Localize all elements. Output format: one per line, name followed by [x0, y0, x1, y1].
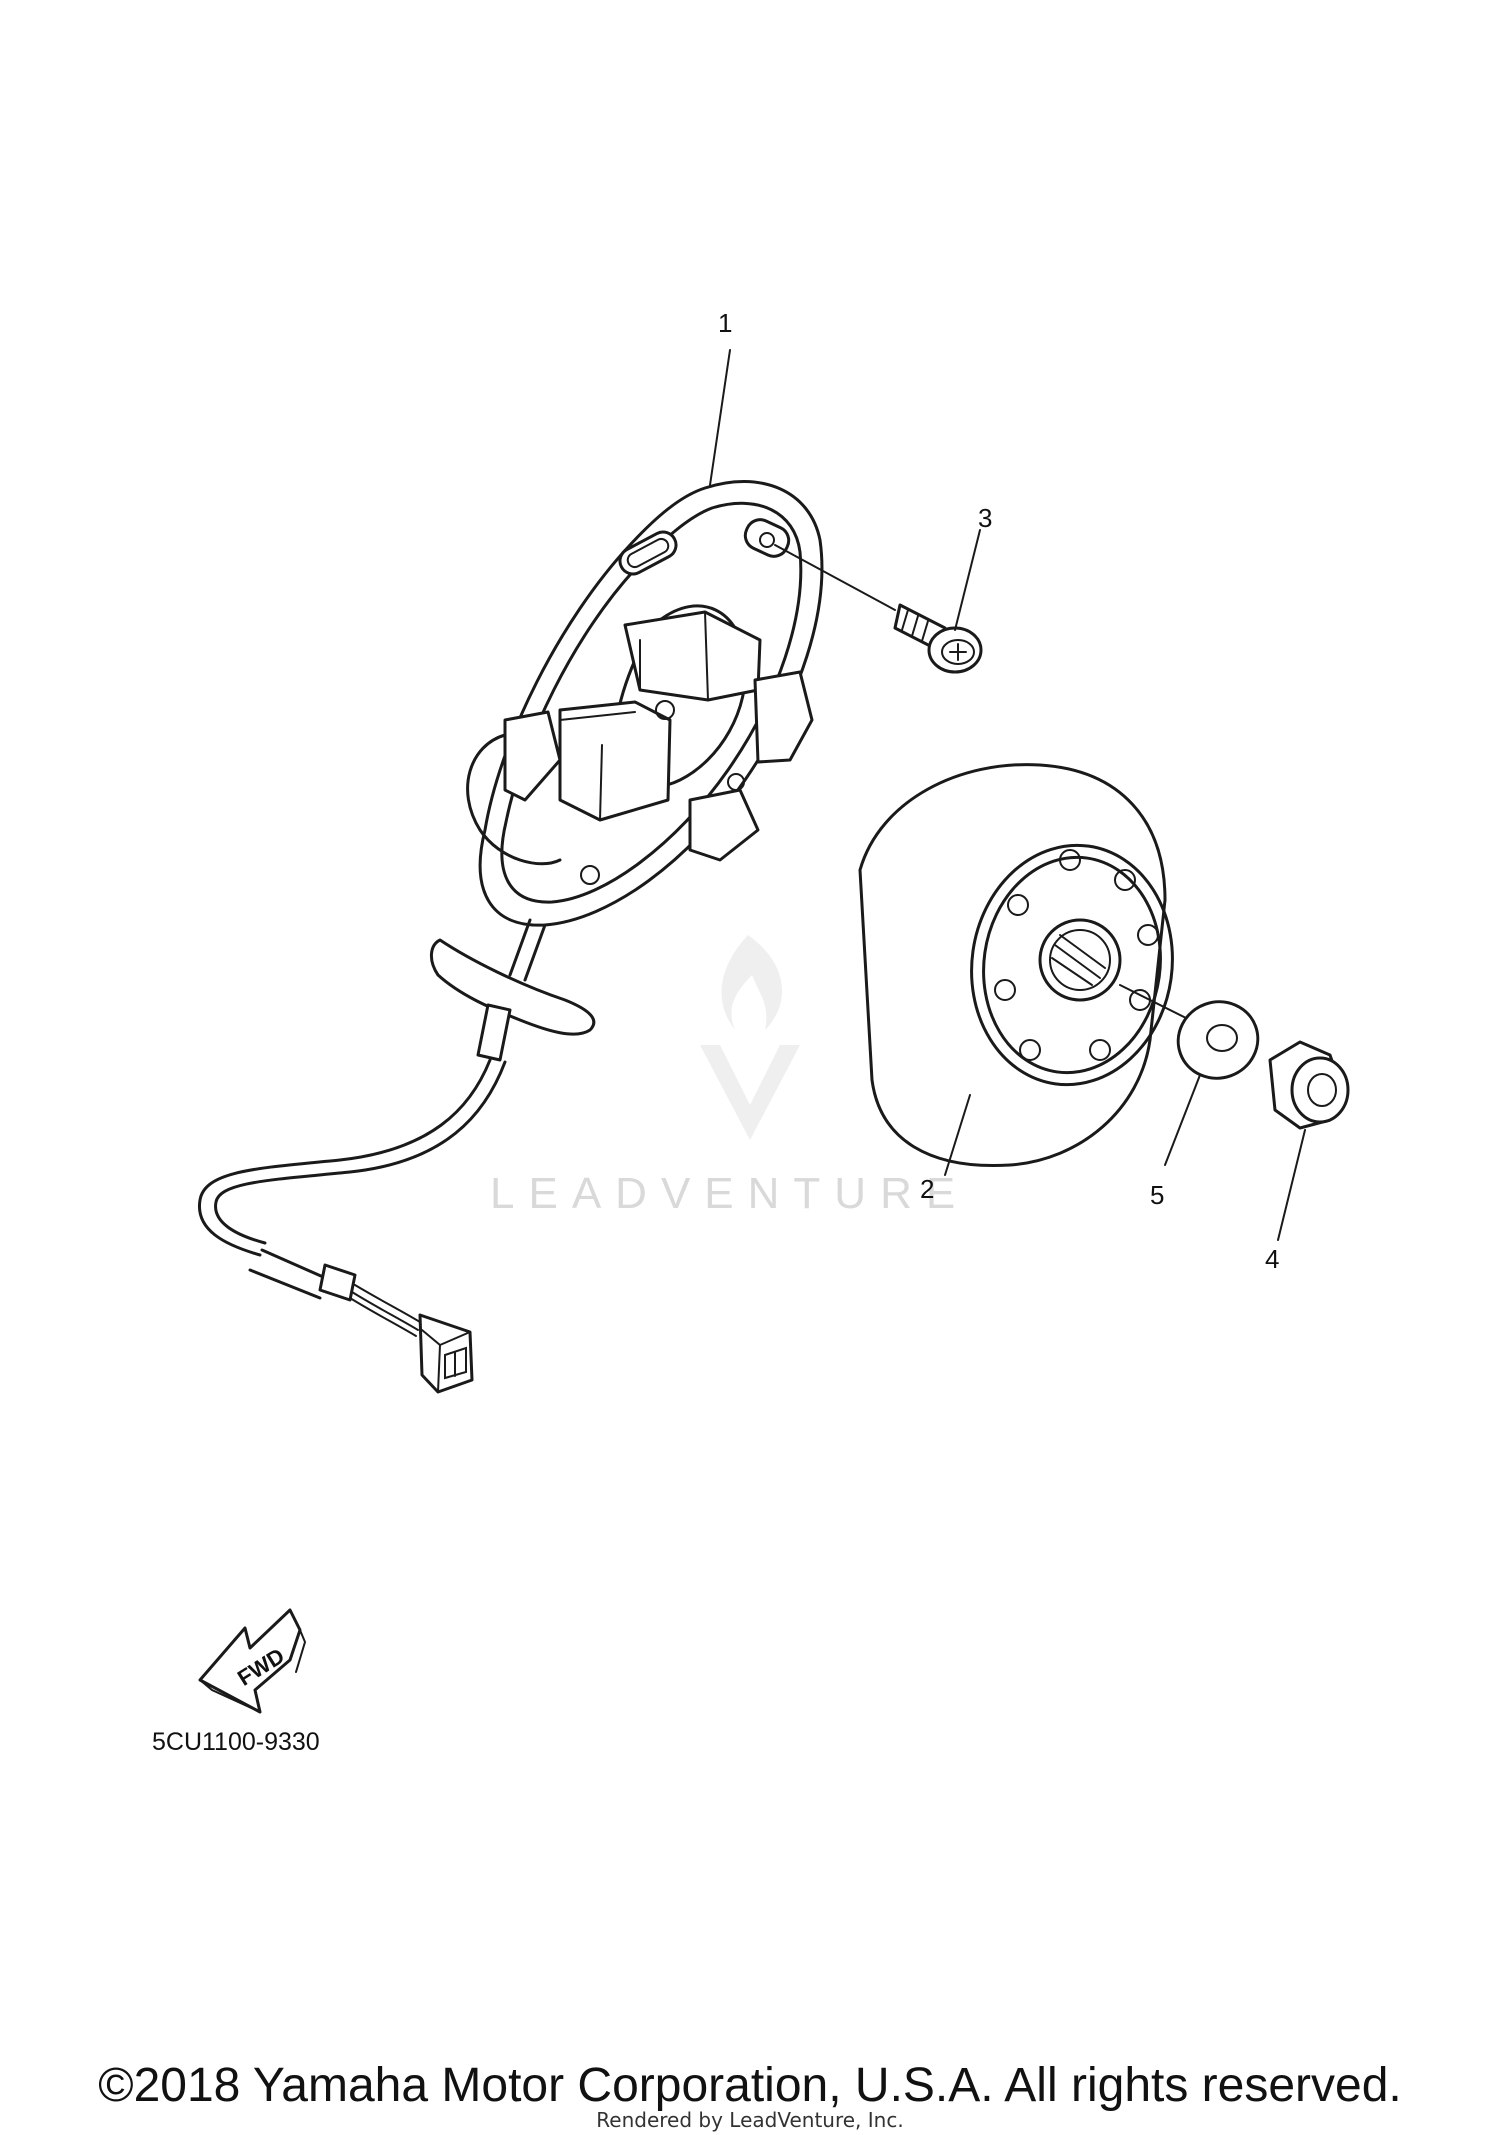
screw: [774, 544, 983, 674]
callout-4: 4: [1265, 1244, 1279, 1274]
callout-1: 1: [718, 308, 732, 338]
render-note: Rendered by LeadVenture, Inc.: [596, 2108, 904, 2132]
fwd-arrow-icon: FWD: [198, 1608, 307, 1714]
nut: [1268, 1040, 1350, 1130]
washer: [1176, 1000, 1260, 1080]
leadventure-logo-icon: [700, 935, 800, 1140]
callout-5: 5: [1150, 1180, 1164, 1210]
callout-3: 3: [978, 503, 992, 533]
callout-2: 2: [920, 1174, 934, 1204]
stator-assembly: [197, 480, 824, 1394]
copyright-notice: ©2018 Yamaha Motor Corporation, U.S.A. A…: [98, 2059, 1402, 2112]
watermark-text: LEADVENTURE: [490, 1169, 969, 1218]
rotor-flywheel: [858, 763, 1191, 1168]
drawing-code: 5CU1100-9330: [152, 1728, 320, 1756]
